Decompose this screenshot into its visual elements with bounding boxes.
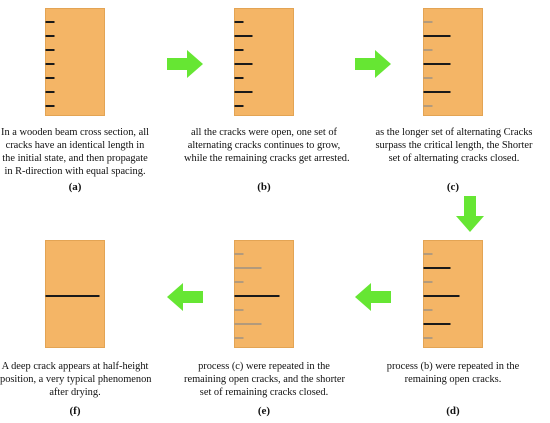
caption-c-line-3: set of alternating cracks closed. [388, 153, 520, 164]
beam-rect-b [234, 8, 294, 116]
beam-section-b [234, 8, 294, 116]
caption-b-line-1: all the cracks were open, one set of [191, 127, 337, 138]
caption-f-line-2: position, a very typical phenomenon [0, 374, 152, 385]
beam-rect-f [45, 240, 105, 348]
caption-a: In a wooden beam cross section, all crac… [0, 126, 150, 178]
caption-b-line-3: while the remaining cracks get arrested. [184, 153, 350, 164]
beam-rect-d [423, 240, 483, 348]
caption-b-line-2: alternating cracks continues to grow, [187, 140, 341, 151]
label-f: (f) [69, 405, 81, 417]
caption-f-line-1: A deep crack appears at half-height [1, 361, 149, 372]
caption-e-line-3: set of remaining cracks closed. [199, 387, 329, 398]
arrow-left-icon [167, 283, 203, 311]
caption-b: all the cracks were open, one set of alt… [184, 126, 350, 165]
label-d: (d) [446, 405, 460, 417]
arrow-right-icon [167, 50, 203, 78]
caption-a-line-4: in R-direction with equal spacing. [4, 166, 146, 177]
arrow-down-icon [456, 196, 484, 232]
caption-d-line-2: remaining open cracks. [404, 374, 502, 385]
beam-section-a [45, 8, 105, 116]
caption-e-line-2: remaining open cracks, and the shorter [184, 374, 345, 385]
beam-rect-c [423, 8, 483, 116]
label-c: (c) [446, 181, 460, 193]
label-a: (a) [68, 181, 82, 193]
caption-e: process (c) were repeated in the remaini… [184, 360, 345, 399]
beam-rect-e [234, 240, 294, 348]
caption-d-line-1: process (b) were repeated in the [386, 361, 520, 372]
arrow-right-icon [355, 50, 391, 78]
arrow-left-icon [355, 283, 391, 311]
label-b: (b) [257, 181, 271, 193]
caption-c: as the longer set of alternating Cracks … [371, 126, 537, 165]
caption-e-line-1: process (c) were repeated in the [198, 361, 330, 372]
beam-section-d [423, 240, 483, 348]
caption-a-line-2: cracks have an identical length in [5, 140, 145, 151]
caption-d: process (b) were repeated in the remaini… [378, 360, 528, 386]
beam-section-f [45, 240, 105, 348]
caption-c-line-2: surpass the critical length, the Shorter [375, 140, 533, 151]
caption-f: A deep crack appears at half-height posi… [0, 360, 152, 399]
beam-section-e [234, 240, 294, 348]
caption-c-line-1: as the longer set of alternating Cracks [375, 127, 533, 138]
label-e: (e) [257, 405, 271, 417]
beam-section-c [423, 8, 483, 116]
caption-a-line-1: In a wooden beam cross section, all [0, 127, 150, 138]
caption-f-line-3: after drying. [49, 387, 101, 398]
caption-a-line-3: the initial state, and then propagate [2, 153, 148, 164]
beam-rect-a [45, 8, 105, 116]
